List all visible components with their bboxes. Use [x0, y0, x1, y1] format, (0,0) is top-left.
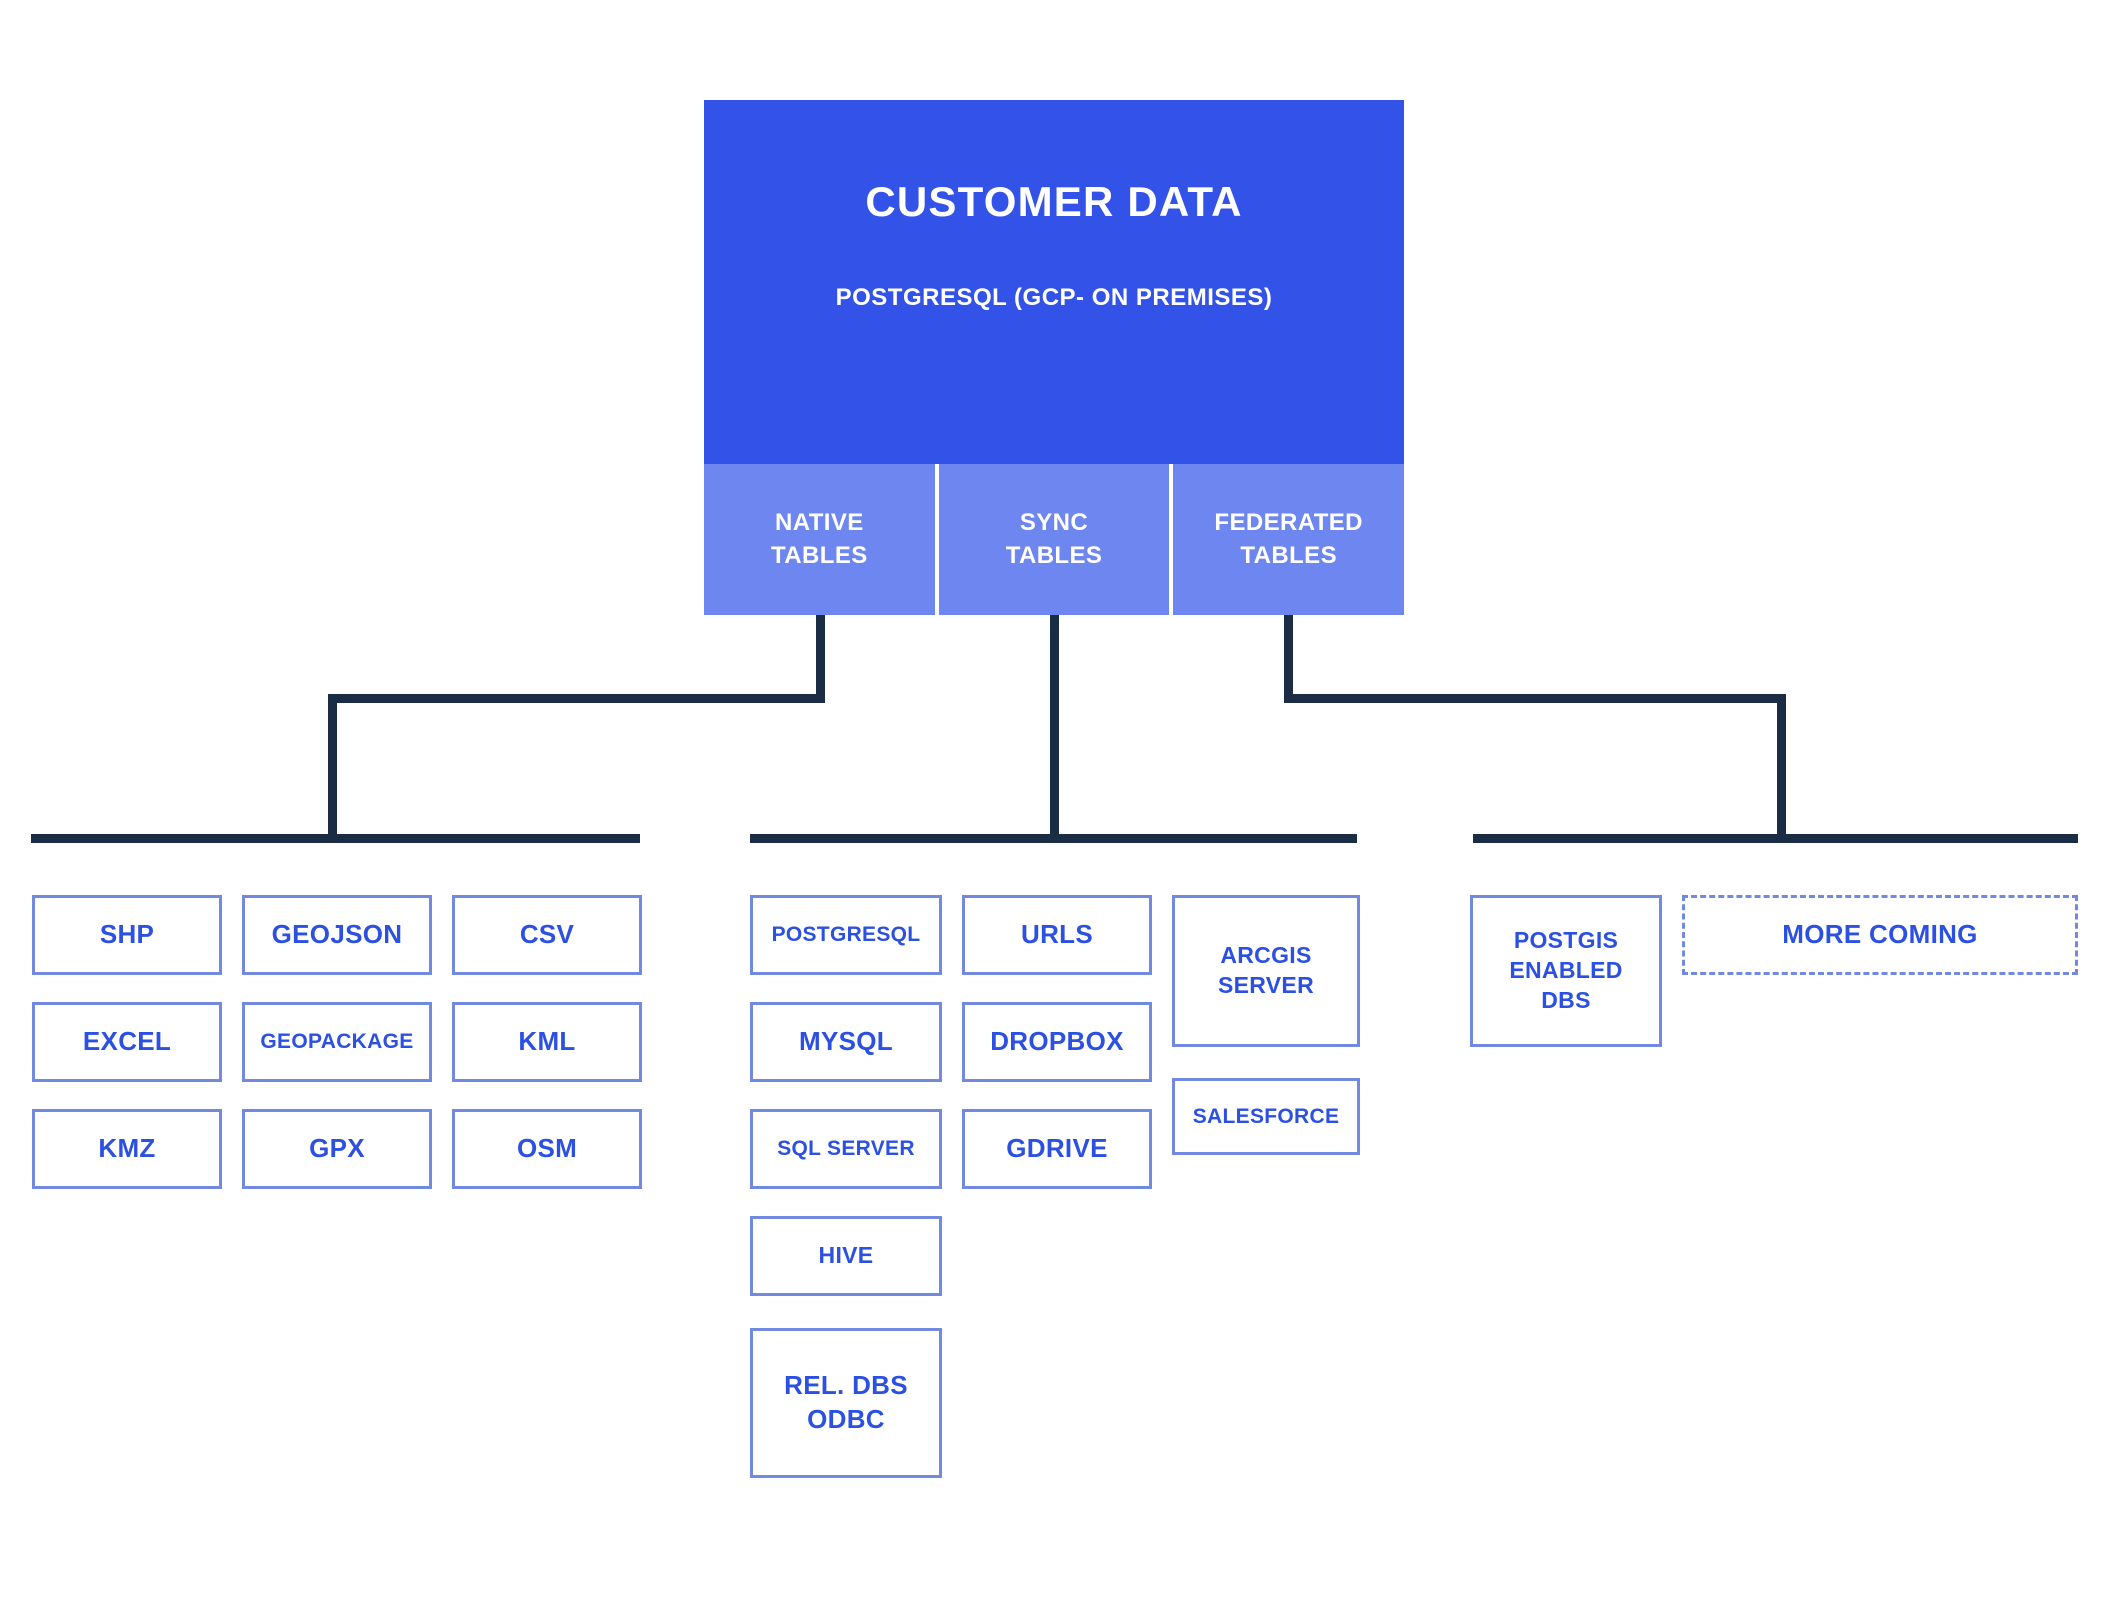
leaf-rel-dbs-odbc-label-line2: ODBC: [807, 1404, 885, 1434]
leaf-dropbox[interactable]: DROPBOX: [962, 1002, 1152, 1082]
connector-native-vertical-top: [816, 615, 825, 702]
leaf-postgresql[interactable]: POSTGRESQL: [750, 895, 942, 975]
leaf-kmz[interactable]: KMZ: [32, 1109, 222, 1189]
leaf-kml[interactable]: KML: [452, 1002, 642, 1082]
tab-native-tables-line1: NATIVE: [775, 509, 864, 537]
tab-federated-tables-line1: FEDERATED: [1214, 509, 1363, 537]
leaf-excel[interactable]: EXCEL: [32, 1002, 222, 1082]
leaf-postgis-enabled-dbs-label-line2: ENABLED: [1509, 957, 1623, 984]
leaf-postgresql-label: POSTGRESQL: [771, 923, 921, 947]
leaf-dropbox-label: DROPBOX: [990, 1026, 1124, 1057]
connector-native-bus-bar: [31, 834, 640, 843]
leaf-mysql-label: MYSQL: [799, 1026, 893, 1057]
leaf-postgis-enabled-dbs[interactable]: POSTGIS ENABLED DBS: [1470, 895, 1662, 1047]
root-title: CUSTOMER DATA: [865, 178, 1243, 225]
leaf-arcgis-server-label-line2: SERVER: [1218, 972, 1314, 998]
leaf-arcgis-server-label-line1: ARCGIS: [1220, 942, 1312, 969]
tab-sync-tables-line2: TABLES: [1005, 541, 1103, 569]
connector-federated-bus-bar: [1473, 834, 2078, 843]
leaf-sql-server[interactable]: SQL SERVER: [750, 1109, 942, 1189]
connector-federated-vertical-bottom: [1777, 694, 1786, 842]
leaf-csv-label: CSV: [519, 919, 575, 950]
tab-sync-tables-line1: SYNC: [1019, 509, 1089, 537]
leaf-kml-label: KML: [518, 1026, 576, 1057]
table-type-tab-row: NATIVE TABLES SYNC TABLES FEDERATED TABL…: [704, 464, 1405, 615]
leaf-shp[interactable]: SHP: [32, 895, 222, 975]
leaf-more-coming[interactable]: MORE COMING: [1682, 895, 2078, 975]
connector-sync-vertical: [1050, 615, 1059, 842]
leaf-gdrive-label: GDRIVE: [1006, 1133, 1108, 1164]
leaf-urls[interactable]: URLS: [962, 895, 1152, 975]
leaf-more-coming-label: MORE COMING: [1782, 919, 1978, 950]
connector-sync-bus-bar: [750, 834, 1357, 843]
leaf-shp-label: SHP: [99, 919, 155, 950]
connector-federated-vertical-top: [1284, 615, 1293, 702]
leaf-postgis-enabled-dbs-label-line3: DBS: [1541, 986, 1591, 1013]
leaf-geojson[interactable]: GEOJSON: [242, 895, 432, 975]
leaf-gdrive[interactable]: GDRIVE: [962, 1109, 1152, 1189]
tab-native-tables[interactable]: NATIVE TABLES: [704, 464, 935, 615]
leaf-sql-server-label: SQL SERVER: [777, 1137, 915, 1161]
leaf-excel-label: EXCEL: [82, 1026, 172, 1057]
leaf-salesforce[interactable]: SALESFORCE: [1172, 1078, 1360, 1155]
connector-native-horizontal: [328, 694, 825, 703]
connector-native-vertical-bottom: [328, 694, 337, 842]
leaf-hive[interactable]: HIVE: [750, 1216, 942, 1296]
leaf-gpx-label: GPX: [309, 1133, 365, 1164]
leaf-hive-label: HIVE: [818, 1242, 874, 1269]
leaf-arcgis-server[interactable]: ARCGIS SERVER: [1172, 895, 1360, 1047]
leaf-csv[interactable]: CSV: [452, 895, 642, 975]
connector-federated-horizontal: [1284, 694, 1786, 703]
leaf-osm[interactable]: OSM: [452, 1109, 642, 1189]
tab-sync-tables[interactable]: SYNC TABLES: [938, 464, 1170, 615]
leaf-salesforce-label: SALESFORCE: [1192, 1104, 1340, 1128]
leaf-geopackage[interactable]: GEOPACKAGE: [242, 1002, 432, 1082]
leaf-geopackage-label: GEOPACKAGE: [260, 1030, 414, 1054]
leaf-rel-dbs-odbc[interactable]: REL. DBS ODBC: [750, 1328, 942, 1478]
leaf-kmz-label: KMZ: [98, 1133, 156, 1164]
leaf-osm-label: OSM: [516, 1133, 578, 1164]
root-subtitle: POSTGRESQL (GCP- ON PREMISES): [835, 284, 1273, 311]
tab-federated-tables-line2: TABLES: [1240, 541, 1337, 569]
leaf-mysql[interactable]: MYSQL: [750, 1002, 942, 1082]
leaf-geojson-label: GEOJSON: [271, 919, 403, 950]
leaf-urls-label: URLS: [1021, 919, 1093, 950]
leaf-postgis-enabled-dbs-label-line1: POSTGIS: [1513, 927, 1619, 954]
leaf-gpx[interactable]: GPX: [242, 1109, 432, 1189]
root-node-customer-data[interactable]: CUSTOMER DATA POSTGRESQL (GCP- ON PREMIS…: [704, 100, 1404, 464]
leaf-rel-dbs-odbc-label-line1: REL. DBS: [784, 1370, 908, 1401]
tab-federated-tables[interactable]: FEDERATED TABLES: [1173, 464, 1405, 615]
tab-native-tables-line2: TABLES: [771, 541, 868, 569]
